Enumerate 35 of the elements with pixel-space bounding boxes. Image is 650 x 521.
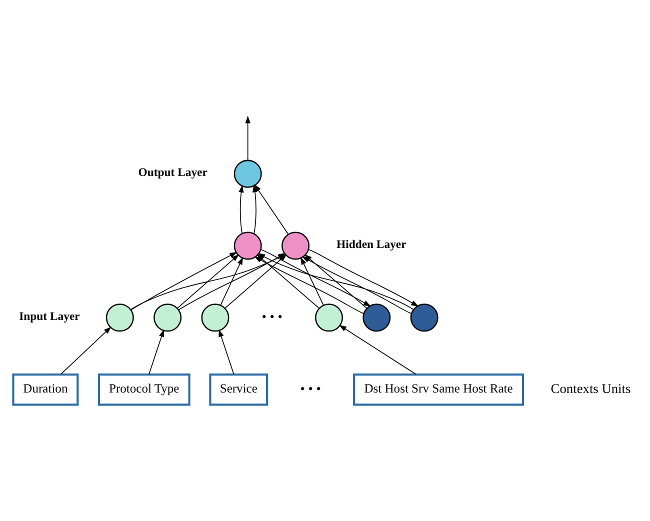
arrow (308, 249, 419, 307)
node-label: Output Layer (138, 166, 208, 180)
arrow (260, 249, 371, 307)
node-circle (410, 304, 438, 332)
node-circle (106, 304, 134, 332)
node-circle (282, 232, 310, 260)
node-label: Input Layer (19, 310, 80, 323)
arrow (302, 256, 412, 314)
arrow (300, 257, 324, 306)
arrow (238, 184, 244, 234)
node-label: Hidden Layer (336, 238, 406, 252)
arrow (130, 252, 238, 310)
arrow (254, 256, 364, 314)
arrow (338, 324, 417, 375)
node-circle (314, 304, 343, 332)
label: • • • (262, 308, 282, 324)
arrow (176, 254, 240, 309)
node-box: Service (209, 374, 268, 406)
node-box: Dst Host Srv Same Host Rate (353, 374, 524, 406)
label: • • • (300, 380, 321, 396)
node-circle (201, 304, 230, 332)
node-circle (234, 232, 262, 260)
node-circle (154, 304, 182, 332)
label: Contexts Units (550, 380, 631, 396)
node-circle (234, 160, 262, 188)
arrow (254, 184, 289, 235)
node-box: Duration (12, 374, 79, 406)
arrow (245, 116, 250, 161)
arrow (148, 329, 164, 375)
arrow (220, 257, 243, 306)
arrow (218, 329, 234, 375)
arrow (60, 326, 112, 375)
node-box: Protocol Type (98, 374, 190, 406)
node-circle (362, 304, 391, 332)
arrow (252, 184, 258, 234)
